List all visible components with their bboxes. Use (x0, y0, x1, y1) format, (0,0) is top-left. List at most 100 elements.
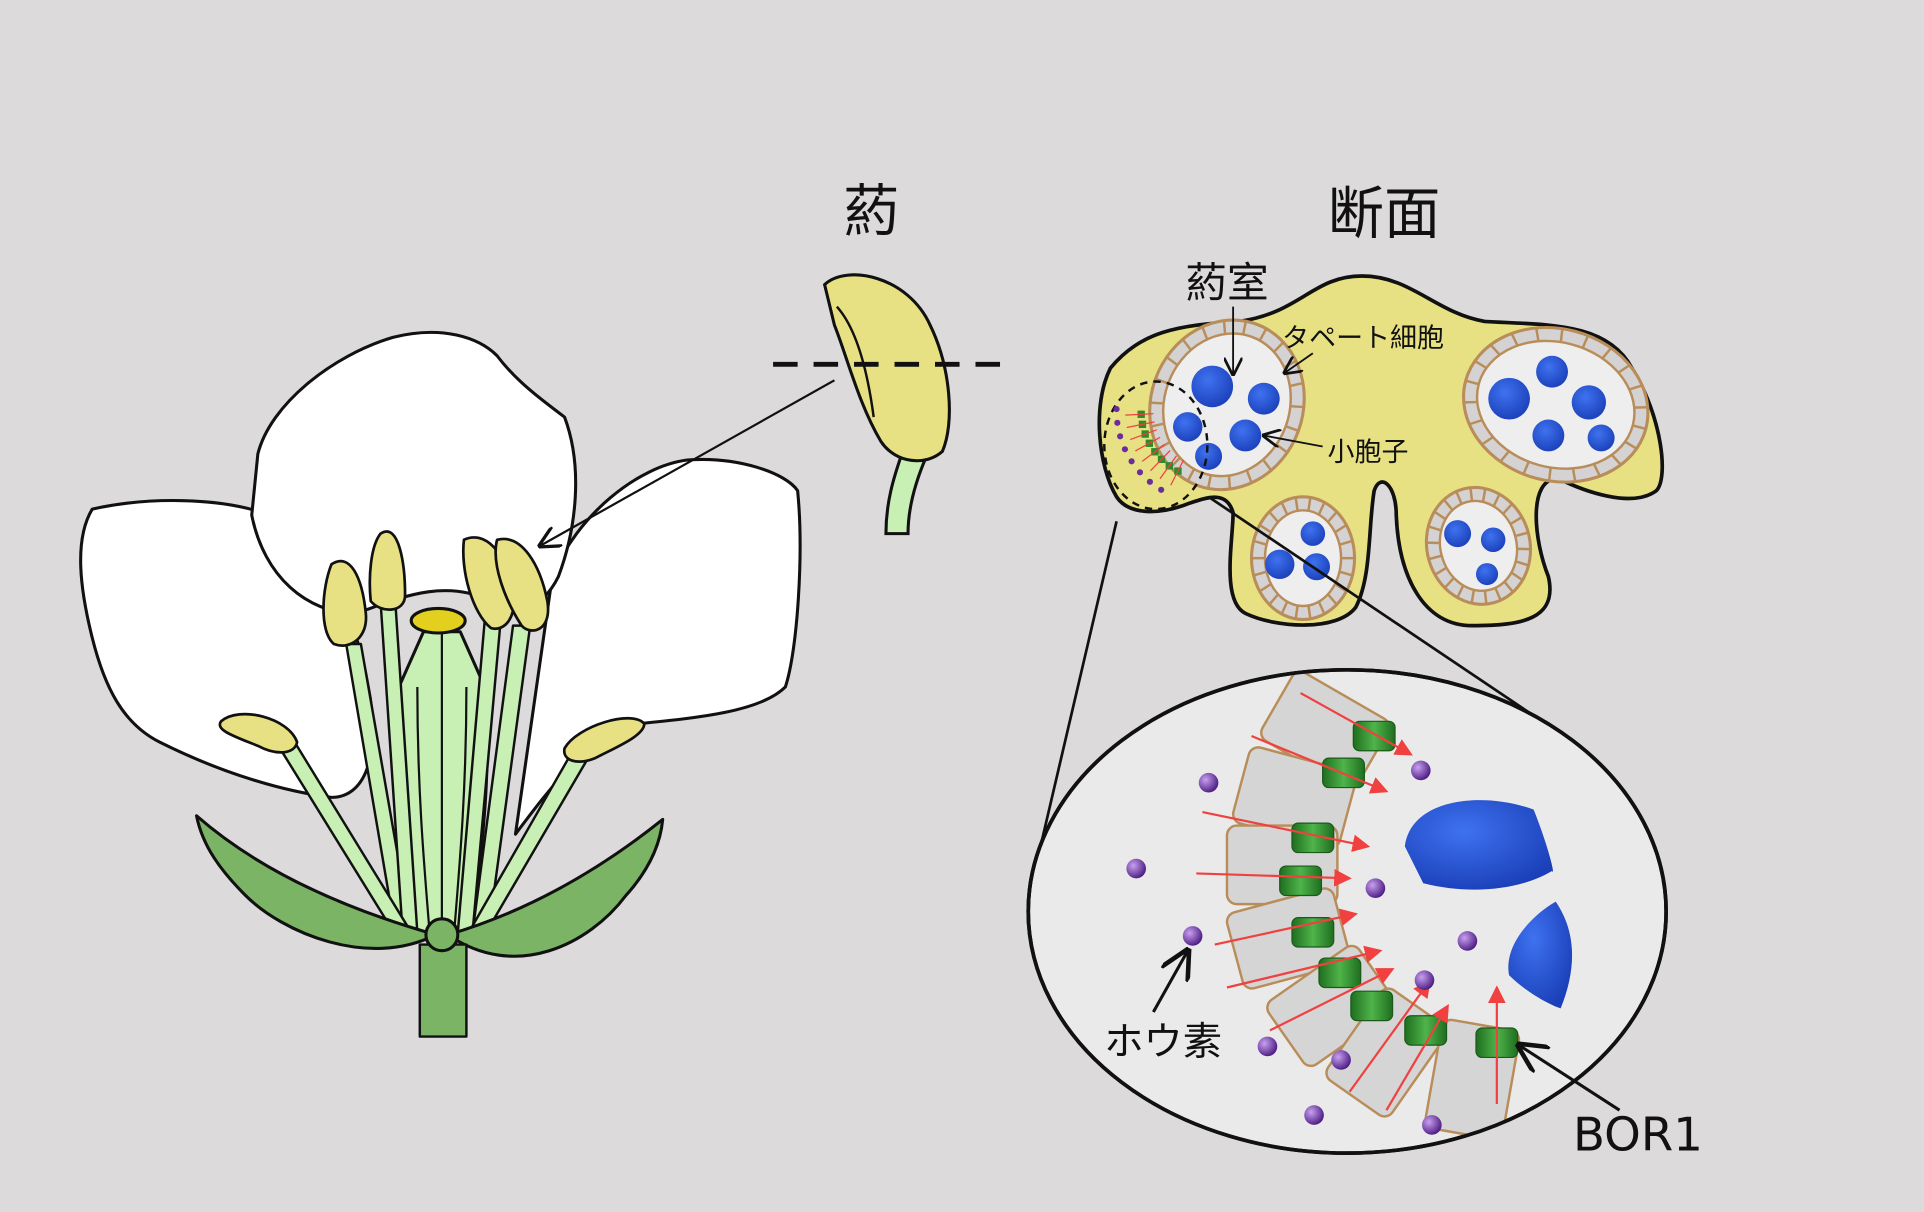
boron-molecule (1365, 878, 1386, 898)
boron-molecule (1126, 858, 1147, 879)
microspore (1172, 412, 1203, 442)
tapetum-cell-wall (1294, 497, 1299, 511)
microspore (1300, 521, 1326, 546)
locule (1424, 485, 1533, 606)
tapetum-cell-wall (1481, 488, 1487, 503)
tapetum-cell-wall (1317, 601, 1326, 615)
tapetum-cell-wall (1150, 422, 1165, 428)
tapetum-cell-wall (1628, 384, 1643, 391)
boron-molecule (1257, 1036, 1278, 1057)
boron-molecule (1414, 970, 1435, 990)
tapetum-cell-wall (1186, 468, 1196, 482)
tapetum-cell-wall (1268, 510, 1280, 523)
tapetum-cell-wall (1581, 335, 1590, 349)
boron-flow-arrow (1226, 945, 1383, 989)
tapetum-cell-wall (1334, 582, 1348, 593)
tapetum-cell-wall (1601, 347, 1612, 360)
tapetum-cell-wall (1522, 461, 1530, 475)
tapetum-cell-wall (1280, 601, 1289, 615)
microspore (1488, 377, 1530, 420)
tapetum-cell-wall (1294, 605, 1299, 620)
boron-molecule (1331, 1050, 1351, 1070)
bor1-transporter (1291, 916, 1335, 948)
boron-flow-arrow (1196, 869, 1352, 887)
sepal-right (446, 817, 665, 958)
tapetum-cell-wall (1499, 450, 1510, 463)
locules (1148, 318, 1650, 622)
mini-arrow (1159, 455, 1177, 480)
tapetum-cell-wall (1468, 418, 1483, 426)
boron-arrow (1152, 951, 1187, 1013)
tapetum-cell-wall (1317, 501, 1326, 516)
tapetum-cell-wall (1222, 320, 1227, 335)
tapetum-cell-wall (1617, 364, 1631, 374)
microspore (1475, 563, 1499, 586)
label-tapetum: タペート細胞 (1282, 323, 1444, 354)
microspore (1229, 419, 1262, 452)
mini-arrow (1141, 443, 1165, 462)
boron-molecule (1457, 931, 1478, 951)
tapetum-cell-wall (1280, 501, 1289, 516)
microspore (1444, 520, 1472, 548)
tapetum-cell-wall (1559, 328, 1564, 343)
microspore (1404, 800, 1553, 890)
boron-flow-arrow (1214, 908, 1358, 946)
tapetum-cell-wall (1253, 570, 1267, 577)
tapetum-cell-wall (1268, 593, 1280, 606)
boron-molecule (1304, 1105, 1324, 1125)
bor1-arrow (1519, 1045, 1621, 1112)
label-locule: 葯室 (1185, 258, 1268, 307)
bor1-transporter (1318, 957, 1362, 989)
microspore (1247, 382, 1280, 415)
tapetum-cell-wall (1455, 491, 1463, 505)
tapetum-cell-wall (1515, 560, 1529, 567)
tapetum-cell-wall (1535, 327, 1540, 342)
tapetum-cell-wall (1245, 469, 1253, 484)
microspore (1191, 365, 1234, 408)
boron-molecule (1198, 772, 1219, 793)
boron-flow-arrow (1300, 692, 1413, 756)
tapetum-cell-wall (1334, 523, 1348, 534)
microspore (1532, 419, 1565, 452)
mini-boron (1117, 433, 1124, 440)
tapetum-cell-wall (1547, 467, 1552, 482)
microspore-arrow (1264, 435, 1323, 446)
mini-boron (1113, 406, 1120, 413)
flower-anthers (218, 530, 646, 763)
tapetum-cell-wall (1434, 566, 1448, 576)
tapetum-cell-wall (1503, 580, 1514, 593)
sepal-left (194, 814, 438, 950)
tapetum-cell-wall (1634, 406, 1648, 409)
mini-arrow (1135, 436, 1161, 452)
anther-filament (884, 452, 929, 536)
tapetum-cell-wall (1433, 510, 1447, 521)
boron-molecule (1422, 1115, 1442, 1135)
tapetum-cell-wall (1516, 547, 1531, 551)
tapetum-cell-wall (1492, 493, 1501, 507)
label-boron: ホウ素 (1104, 1020, 1222, 1065)
receptacle (424, 917, 460, 953)
tapetum-cell-wall (1474, 359, 1488, 370)
tapetum-cell-wall (1273, 341, 1285, 353)
microspore (1508, 901, 1573, 1009)
tapetum-cell-wall (1307, 497, 1312, 511)
tapetum-cell-wall (1289, 381, 1304, 388)
tapetum-cell-wall (1470, 589, 1476, 604)
tapetum-cell-wall (1253, 539, 1267, 546)
tapetum-cell-wall (1456, 584, 1465, 599)
tapetum-cell-wall (1155, 377, 1169, 385)
tapetum-cell-wall (1206, 474, 1213, 489)
tapetum-cell-wall (1259, 582, 1272, 593)
tapetum-cell-wall (1307, 605, 1312, 620)
label-cross-section: 断面 (1328, 182, 1441, 247)
microspore (1571, 385, 1607, 420)
tapetum-cell-wall (1509, 516, 1523, 526)
microspore (1587, 424, 1615, 452)
boron-flow-arrow (1202, 811, 1371, 852)
label-bor1: BOR1 (1573, 1108, 1703, 1162)
label-microspore: 小胞子 (1328, 437, 1409, 468)
boron-flow-arrow (1385, 1004, 1449, 1111)
mini-boron (1128, 458, 1135, 465)
mini-boron (1114, 419, 1121, 426)
